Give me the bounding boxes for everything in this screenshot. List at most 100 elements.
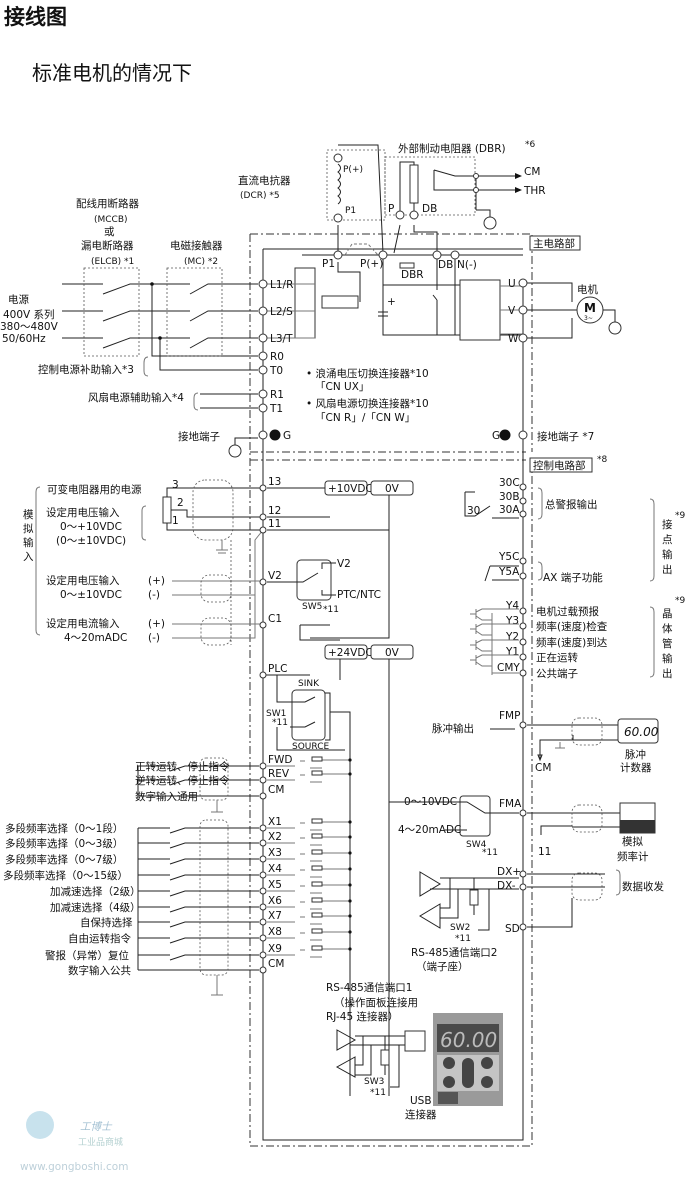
- control-terminal: [259, 918, 267, 926]
- inverter-icon: [459, 279, 501, 341]
- mccb-line2: (MCCB): [94, 215, 128, 225]
- connector-line2: 「CN UX」: [315, 381, 369, 393]
- svg-text:点: 点: [662, 534, 673, 546]
- control-terminal: [259, 966, 267, 974]
- sw4-label: SW4: [466, 840, 487, 850]
- transistor-output-label: 公共端子: [536, 667, 578, 680]
- rs485-2-title: RS-485通信端口2: [411, 946, 497, 959]
- relay-terminal: [519, 557, 527, 565]
- analog-inputs: 模 拟 输 入 可变电阻器用的电源 设定用电压输入 0～+10VDC (0～±1…: [23, 479, 264, 646]
- sw1-source: SOURCE: [292, 742, 329, 752]
- comm-terminal: [519, 883, 527, 891]
- comm-terminal: [519, 923, 527, 931]
- control-terminal-label: PLC: [268, 663, 288, 675]
- sw2-label: SW2: [450, 923, 470, 933]
- ax-label: AX 端子功能: [543, 571, 603, 584]
- main-terminal-label: L3/T: [270, 333, 293, 345]
- svg-text:(+): (+): [148, 575, 165, 587]
- output-terminal: [518, 333, 528, 343]
- main-circuit-frame: 主电路部 控制电路部 *8: [249, 233, 608, 1147]
- sw1-switch[interactable]: [291, 689, 326, 741]
- output-terminal: [518, 305, 528, 315]
- dbr-label: 外部制动电阻器 (DBR): [398, 142, 506, 155]
- control-section-note: *8: [597, 455, 608, 465]
- dx-plus: DX+: [497, 866, 521, 878]
- connector-line1: • 浪涌电压切换连接器*10: [306, 367, 429, 380]
- control-terminal-label: X4: [268, 863, 282, 875]
- dx-minus: DX-: [497, 880, 516, 892]
- transistor-terminal-label: CMY: [497, 662, 520, 674]
- control-terminal-label: X8: [268, 926, 282, 938]
- dbr-db: DB: [422, 203, 437, 215]
- control-terminal: [259, 513, 267, 521]
- ground-terminal-label: 接地端子: [178, 430, 220, 443]
- alarm-label: 总警报输出: [545, 498, 598, 511]
- digital-inputs: 正转运转、停止指令逆转运转、停止指令数字输入通用多段频率选择（0～1段）多段频率…: [3, 757, 259, 996]
- power-label: 电源: [8, 293, 29, 306]
- sw1-note: *11: [272, 718, 288, 728]
- digital-input-label: 数字输入公共: [68, 964, 131, 977]
- supply-10v: +10VDC: [328, 483, 373, 495]
- meter-1: 模拟: [622, 835, 643, 848]
- relay-terminal-label: 30C: [499, 477, 520, 489]
- control-terminal-label: X7: [268, 910, 282, 922]
- i-in-label: 设定用电流输入: [46, 617, 120, 630]
- sw5-switch[interactable]: [296, 559, 332, 601]
- fan-power-aux-label: 风扇电源辅助输入*4: [88, 391, 184, 404]
- digital-input-label: 多段频率选择（0～3级）: [5, 837, 123, 850]
- control-terminal-label: C1: [268, 613, 282, 625]
- dcr-p1: P1: [345, 206, 356, 216]
- sd-label: SD: [505, 923, 520, 935]
- svg-text:接: 接: [662, 518, 673, 531]
- transistor-output-label: 频率(速度)检查: [536, 620, 608, 633]
- transistor-terminal: [519, 607, 527, 615]
- pulse-counter-2: 计数器: [620, 761, 652, 774]
- brake-resistor-icon: [409, 164, 419, 204]
- main-terminal-label: R0: [270, 351, 284, 363]
- analog-output: 0～10VDC 4～20mADC SW4 *11 11 模拟 频率计: [389, 795, 656, 863]
- svg-text:输: 输: [662, 548, 673, 561]
- motor-phase: 3~: [584, 315, 593, 322]
- power-spec-1: 400V 系列: [3, 308, 55, 321]
- transistor-terminal-label: Y4: [505, 600, 519, 612]
- relay-outputs: 30 总警报输出 AX 端子功能 接 点 输 出 *9: [464, 487, 686, 584]
- dbr-cm: CM: [524, 166, 540, 178]
- control-terminal-label: X5: [268, 879, 282, 891]
- terminal-screw: [258, 306, 268, 316]
- transistor-terminal: [519, 622, 527, 630]
- transistor-terminal-label: Y3: [505, 615, 519, 627]
- main-terminal-label: R1: [270, 389, 284, 401]
- control-terminal-label: REV: [268, 768, 290, 780]
- mccb-box: [83, 267, 140, 357]
- fma-i: 4～20mADC: [398, 824, 461, 836]
- control-terminal: [259, 776, 267, 784]
- control-terminal-label: X1: [268, 816, 282, 828]
- meter-2: 频率计: [617, 850, 649, 863]
- mc-line2: (MC) *2: [184, 257, 218, 267]
- dbr-p: P: [388, 203, 394, 215]
- pulse-cm: CM: [535, 762, 551, 774]
- bus-dbr: DBR: [401, 269, 424, 281]
- digital-input-label: 多段频率选择（0～15级）: [3, 869, 128, 882]
- rs485-1-title: RS-485通信端口1: [326, 981, 412, 994]
- control-terminal-label: X6: [268, 895, 282, 907]
- svg-text:入: 入: [23, 551, 34, 563]
- bus-p1: P1: [322, 258, 335, 270]
- motor-label: 电机: [577, 283, 598, 296]
- dcr-p-plus: P(+): [343, 165, 363, 175]
- ground-icon: [228, 444, 242, 458]
- inner-bus-frame: [262, 249, 524, 1141]
- relay-terminal: [519, 483, 527, 491]
- rs485-port-2: DX+ DX- SD 数据收发 SW2 *11 RS-485通信端口2 （端子座…: [411, 866, 664, 973]
- bus-db: DB: [438, 259, 453, 271]
- comm-terminal: [519, 870, 527, 878]
- sw5-v2: V2: [337, 558, 351, 570]
- power-spec-3: 50/60Hz: [2, 333, 46, 345]
- main-terminal-label: T1: [269, 403, 283, 415]
- control-section-label: 控制电路部: [533, 459, 586, 472]
- motor-symbol: M: [584, 301, 596, 315]
- transistor-terminal-label: Y1: [505, 646, 519, 658]
- control-terminal-label: V2: [268, 570, 282, 582]
- sw4-switch[interactable]: [459, 795, 491, 837]
